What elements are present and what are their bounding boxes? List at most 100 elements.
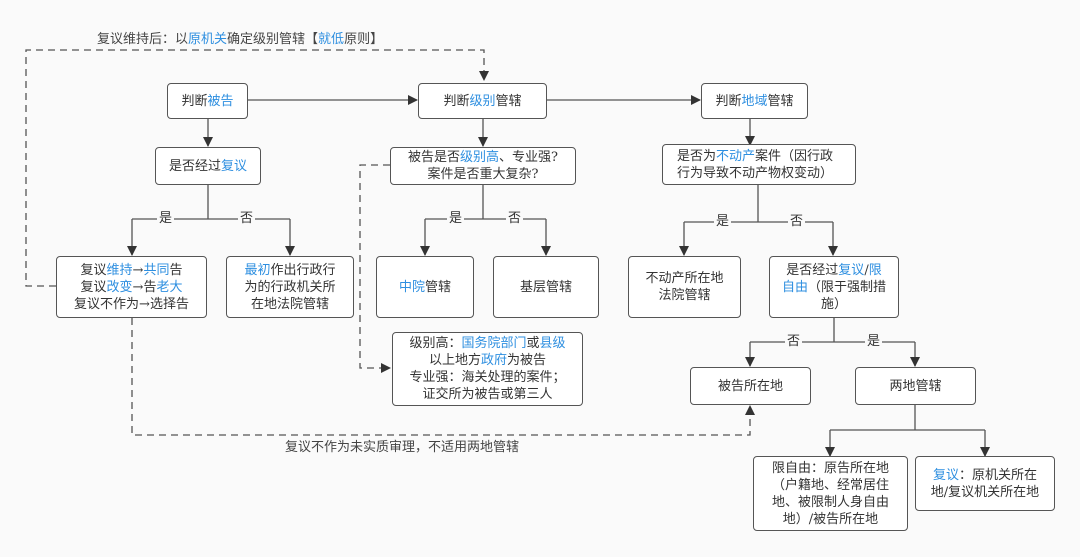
text: 是否为 (677, 148, 717, 164)
text-block: 是否为不动产案件（因行政行为导致不动产物权变动） (677, 148, 833, 182)
text-line: 证交所为被告或第三人 (409, 386, 565, 403)
text-line: 是否为不动产案件（因行政 (677, 148, 833, 165)
text: 地）/被告所在地 (782, 511, 879, 527)
branch-level (425, 184, 546, 220)
label-yes: 是 (157, 211, 175, 226)
node-reconsider-no: 最初作出行政行为的行政机关所在地法院管辖 (226, 256, 354, 318)
text: →告 (132, 279, 157, 295)
text-block: 被告所在地 (718, 378, 783, 395)
node-liberty-detail: 限自由：原告所在地（户籍地、经常居住地、被限制人身自由地）/被告所在地 (753, 456, 908, 531)
text: 管辖 (767, 93, 794, 109)
node-judge-region: 判断地域管辖 (701, 83, 808, 119)
text-line: 为的行政机关所 (244, 279, 335, 296)
label-yes: 是 (447, 211, 465, 226)
text-line: 行为导致不动产物权变动） (677, 165, 833, 182)
text-block: 被告是否级别高、专业强?案件是否重大复杂? (408, 149, 558, 183)
text: 告 (169, 262, 183, 278)
node-level-question: 被告是否级别高、专业强?案件是否重大复杂? (390, 147, 576, 185)
text: 级别高： (409, 336, 462, 351)
text: 基层管辖 (519, 279, 572, 295)
text-line: 以上地方政府为被告 (409, 352, 565, 369)
text: 复议不作为未实质审理，不适用两地管辖 (285, 440, 520, 455)
node-reconsider-question: 是否经过复议 (155, 147, 261, 185)
text-line: 复议不作为未实质审理，不适用两地管辖 (285, 440, 519, 456)
label-no: 否 (238, 211, 256, 226)
highlight-text: 改变 (106, 279, 133, 295)
node-judge-defendant: 判断被告 (167, 83, 248, 119)
text: 管辖 (425, 279, 452, 295)
node-reconsider-or-liberty: 是否经过复议/限自由（限于强制措施） (769, 256, 899, 318)
text-block: 复议维持→共同告复议改变→告老大复议不作为→选择告 (74, 262, 189, 313)
branch-liberty (750, 318, 915, 343)
text: 为的行政机关所 (244, 279, 336, 295)
text: 案件（因行政 (755, 148, 834, 164)
text: 施） (820, 296, 847, 312)
text-line: 法院管辖 (645, 287, 723, 304)
text-line: 被告是否级别高、专业强? (408, 149, 558, 166)
text: 复议 (80, 262, 107, 278)
text-line: 复议维持→共同告 (74, 262, 189, 279)
text: 限自由：原告所在地 (771, 460, 889, 476)
text: （户籍地、经常居住 (771, 477, 889, 493)
text-block: 限自由：原告所在地（户籍地、经常居住地、被限制人身自由地）/被告所在地 (772, 460, 889, 528)
text-block: 不动产所在地法院管辖 (645, 270, 723, 304)
text-line: 判断地域管辖 (715, 93, 793, 110)
label-yes: 是 (865, 334, 883, 349)
highlight-text: 复议 (221, 158, 248, 174)
text: 、专业强? (499, 150, 558, 165)
text-block: 中院管辖 (399, 279, 451, 296)
text: 不动产所在地 (645, 271, 724, 286)
branch-two-place (830, 405, 985, 431)
text-line: 中院管辖 (399, 279, 451, 296)
text-line: 限自由：原告所在地 (772, 460, 889, 477)
highlight-text: 国务院部门 (461, 336, 527, 351)
text-line: 自由（限于强制措 (782, 279, 886, 296)
text-line: 施） (782, 296, 886, 313)
text-line: 被告所在地 (718, 378, 783, 395)
text: 地/复议机关所在地 (930, 484, 1040, 500)
text: → (132, 262, 144, 278)
highlight-text: 最初 (244, 262, 271, 278)
text-line: 专业强：海关处理的案件； (409, 369, 565, 386)
text-line: 不动产所在地 (645, 270, 723, 287)
text-line: 判断级别管辖 (443, 93, 521, 110)
node-mid-court: 中院管辖 (376, 256, 474, 318)
text-line: 在地法院管辖 (244, 296, 335, 313)
label-no: 否 (506, 211, 524, 226)
branch-realestate (684, 184, 833, 223)
text: 判断 (181, 93, 208, 109)
text-line: 是否经过复议/限 (782, 262, 886, 279)
text: 是否经过 (786, 262, 839, 278)
text: 在地法院管辖 (250, 296, 329, 312)
text-line: 级别高：国务院部门或县级 (409, 335, 565, 352)
dashed-inaction-to-location (131, 318, 755, 436)
highlight-text: 自由 (781, 279, 808, 295)
node-reconsider-yes: 复议维持→共同告复议改变→告老大复议不作为→选择告 (56, 256, 207, 318)
highlight-text: 级别 (469, 93, 496, 109)
label-yes: 是 (714, 214, 732, 229)
text: 被告是否 (407, 150, 460, 165)
highlight-text: 复议 (932, 467, 959, 483)
highlight-text: 地域 (741, 93, 768, 109)
text: 被告所在地 (717, 378, 783, 394)
text: 复议维持后：以 (97, 32, 189, 47)
text-line: （户籍地、经常居住 (772, 477, 889, 494)
text-block: 是否经过复议/限自由（限于强制措施） (782, 262, 886, 313)
text: 复议不作为→选择告 (74, 296, 189, 312)
node-reconsider-detail: 复议：原机关所在地/复议机关所在地 (915, 456, 1055, 511)
text: 管辖 (495, 93, 522, 109)
text-line: 复议改变→告老大 (74, 279, 189, 296)
text: 为被告 (507, 353, 547, 368)
label-no: 否 (785, 334, 803, 349)
highlight-text: 限 (868, 262, 882, 278)
highlight-text: 级别高 (460, 150, 500, 165)
note-inaction-rule: 复议不作为未实质审理，不适用两地管辖 (285, 440, 519, 456)
highlight-text: 被告 (207, 93, 234, 109)
text: 原则】 (344, 32, 384, 47)
node-judge-level: 判断级别管辖 (418, 83, 547, 119)
text-line: 是否经过复议 (169, 158, 247, 175)
text: 行为导致不动产物权变动） (677, 165, 834, 181)
node-level-detail: 级别高：国务院部门或县级以上地方政府为被告专业强：海关处理的案件；证交所为被告或… (392, 332, 583, 406)
text-line: 复议：原机关所在 (931, 467, 1039, 484)
